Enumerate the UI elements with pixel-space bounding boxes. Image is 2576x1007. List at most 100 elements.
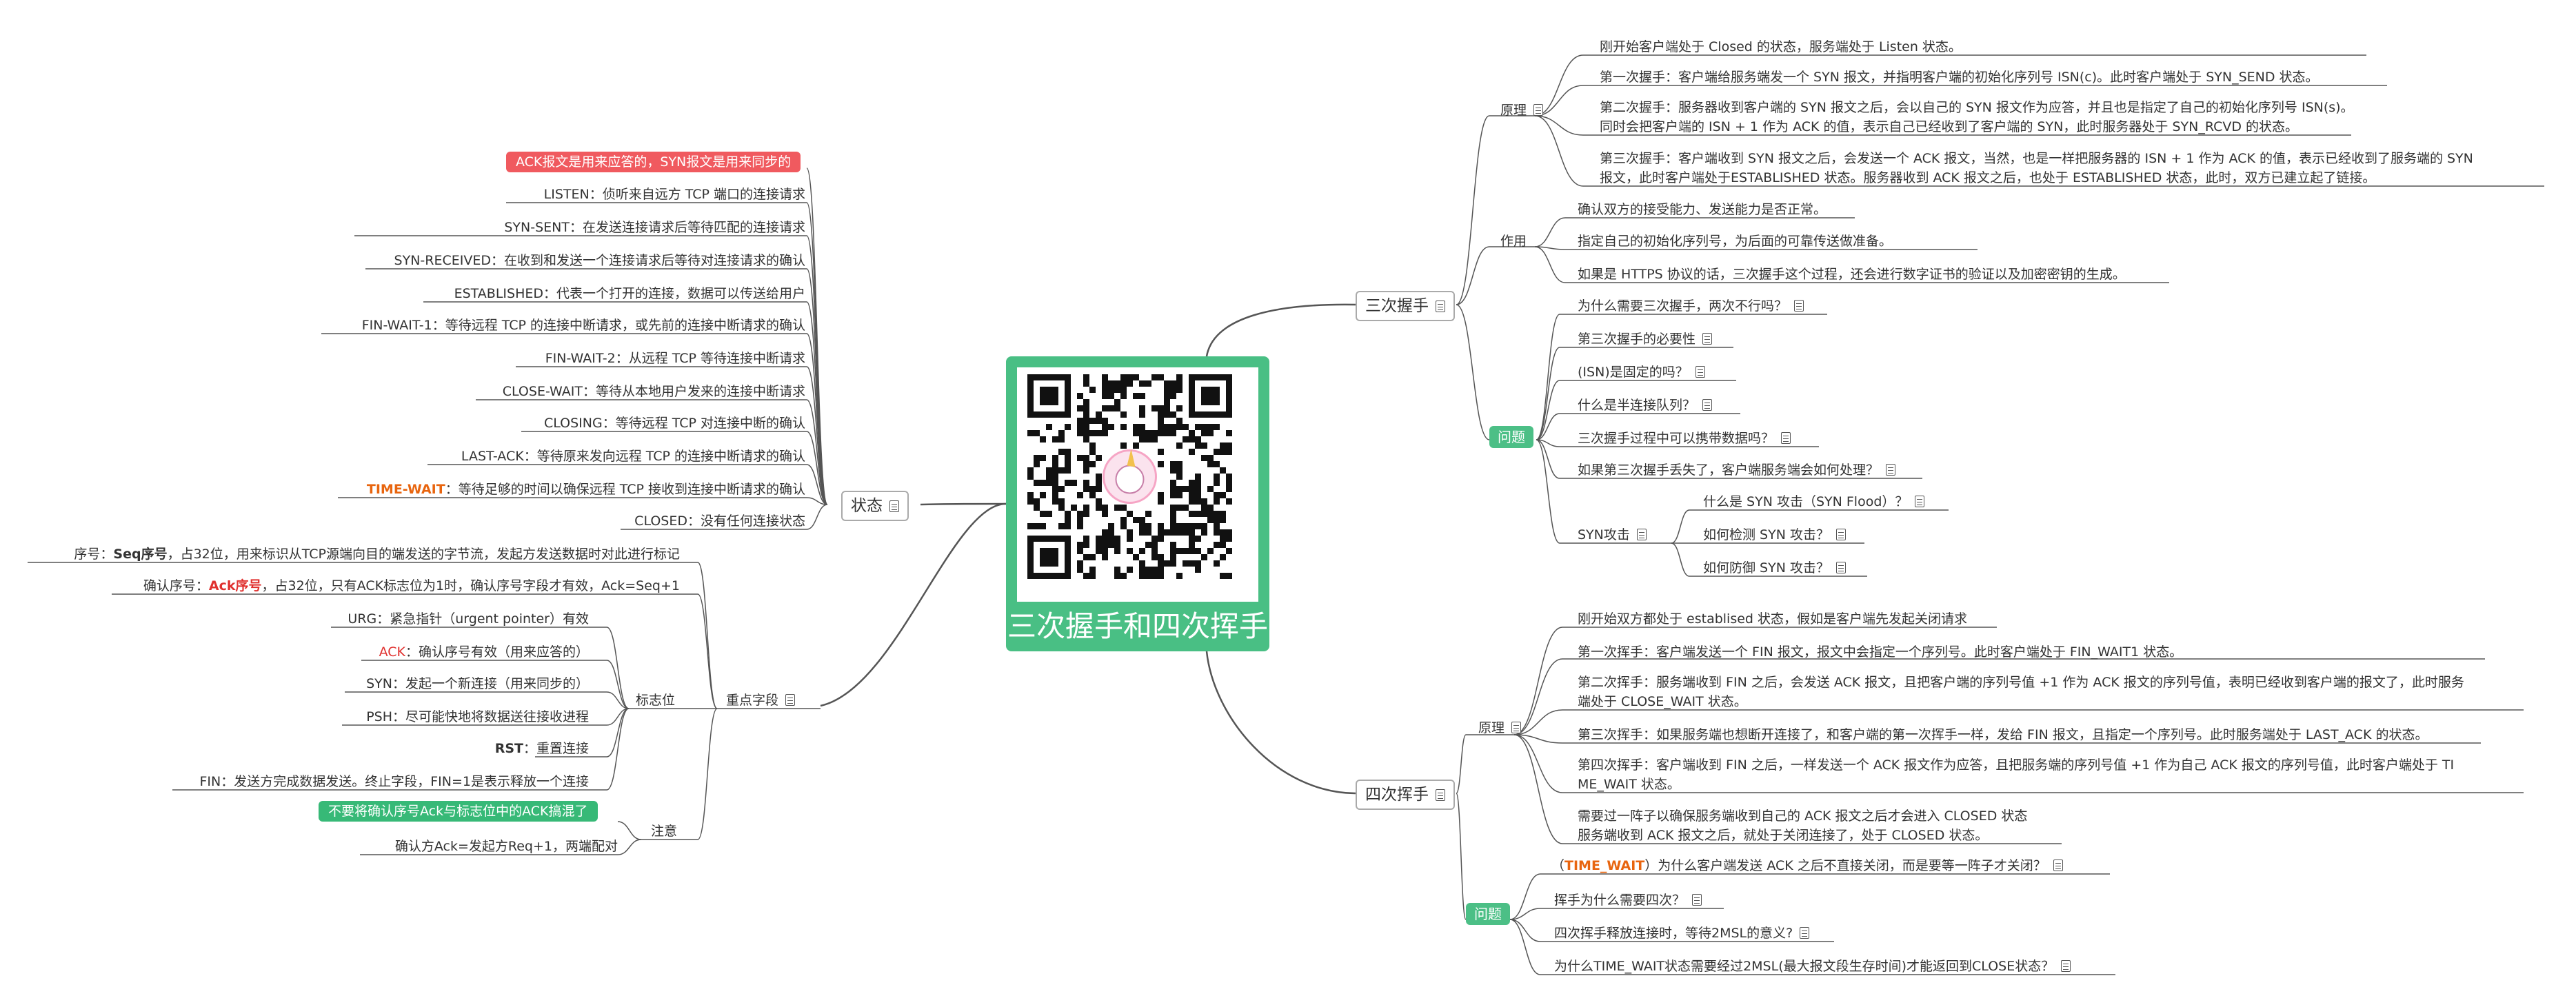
connector	[1534, 246, 1566, 250]
wave-principle-label[interactable]: 原理	[1478, 720, 1522, 736]
notes-pill[interactable]: 不要将确认序号Ack与标志位中的ACK搞混了	[319, 801, 598, 822]
syn-attack-label[interactable]: SYN攻击	[1578, 527, 1647, 543]
connector	[1509, 908, 1541, 920]
connector	[1513, 658, 1563, 735]
connector	[1513, 734, 1563, 844]
handshake-purpose-item-2: 指定自己的初始化序列号，为后面的可靠传送做准备。	[1578, 234, 1893, 249]
connector	[1536, 347, 1560, 440]
branch-key-fields[interactable]: 重点字段	[726, 692, 796, 709]
connector	[806, 504, 828, 530]
connector	[606, 708, 630, 757]
syn-attack-item-2[interactable]: 如何检测 SYN 攻击？	[1703, 527, 1846, 543]
note-icon[interactable]	[1636, 529, 1647, 540]
connector	[617, 839, 642, 855]
state-item-fin-wait-1: FIN-WAIT-1：等待远程 TCP 的连接中断请求，或先前的连接中断请求的确…	[361, 318, 805, 333]
flag-fin: FIN：发送方完成数据发送。终止字段，FIN=1是表示释放一个连接	[199, 774, 589, 789]
connector	[806, 399, 828, 505]
branch-three-way-handshake[interactable]: 三次握手	[1356, 291, 1455, 321]
connector	[920, 502, 1007, 506]
note-icon[interactable]	[1695, 366, 1705, 378]
connector	[1509, 919, 1541, 975]
state-item-syn-sent: SYN-SENT：在发送连接请求后等待匹配的连接请求	[504, 220, 805, 235]
handshake-principle-item-2: 第一次握手：客户端给服务端发一个 SYN 报文，并指明客户端的初始化序列号 IS…	[1600, 70, 2319, 85]
note-icon[interactable]	[1533, 104, 1544, 116]
connector	[697, 562, 718, 709]
state-item-established: ESTABLISHED：代表一个打开的连接，数据可以传送给用户	[454, 286, 805, 301]
note-icon[interactable]	[1511, 722, 1522, 733]
connector	[1536, 380, 1560, 440]
connector	[1513, 709, 1563, 735]
qr-code-image	[1017, 367, 1258, 602]
note-icon[interactable]	[2053, 859, 2063, 871]
handshake-question-1[interactable]: 为什么需要三次握手，两次不行吗？	[1578, 298, 1804, 314]
wave-question-4[interactable]: 为什么TIME_WAIT状态需要经过2MSL(最大报文段生存时间)才能返回到CL…	[1554, 958, 2071, 975]
flag-urg: URG：紧急指针（urgent pointer）有效	[348, 611, 589, 627]
handshake-question-6[interactable]: 如果第三次握手丢失了，客户端服务端会如何处理？	[1578, 462, 1896, 478]
note-icon[interactable]	[2061, 960, 2071, 972]
note-icon[interactable]	[1794, 300, 1804, 312]
note-icon[interactable]	[1886, 464, 1896, 476]
note-icon[interactable]	[1692, 894, 1702, 906]
note-icon[interactable]	[889, 500, 899, 512]
branch-state[interactable]: 状态	[841, 491, 909, 521]
handshake-principle-item-3b: 同时会把客户端的 ISN + 1 作为 ACK 的值，表示自己已经收到了客户端的…	[1600, 119, 2299, 134]
central-topic[interactable]: 三次握手和四次挥手	[1006, 356, 1269, 651]
note-icon[interactable]	[1436, 301, 1445, 312]
handshake-question-4[interactable]: 什么是半连接队列？	[1578, 397, 1713, 414]
field-seq: 序号：Seq序号，占32位，用来标识从TCP源端向目的端发送的字节流，发起方发送…	[74, 547, 680, 562]
qr-code-pattern	[1027, 374, 1232, 579]
handshake-question-5[interactable]: 三次握手过程中可以携带数据吗？	[1578, 430, 1791, 447]
notes-label[interactable]: 注意	[651, 824, 678, 839]
connector	[697, 593, 718, 709]
connector	[1534, 246, 1566, 283]
connector	[1205, 303, 1356, 357]
note-icon[interactable]	[1436, 789, 1445, 801]
flag-ack: ACK：确认序号有效（用来应答的）	[379, 644, 589, 660]
note-icon[interactable]	[785, 694, 796, 706]
wave-principle-item-6b: 服务端收到 ACK 报文之后，就处于关闭连接了，处于 CLOSED 状态。	[1578, 828, 1989, 843]
handshake-question-2[interactable]: 第三次握手的必要性	[1578, 331, 1713, 347]
syn-attack-item-3[interactable]: 如何防御 SYN 攻击？	[1703, 560, 1846, 576]
wave-questions-label[interactable]: 问题	[1466, 903, 1510, 925]
handshake-principle-item-1: 刚开始客户端处于 Closed 的状态，服务端处于 Listen 状态。	[1600, 39, 1962, 54]
connector	[1513, 627, 1563, 735]
note-icon[interactable]	[1915, 496, 1925, 507]
note-icon[interactable]	[1835, 562, 1846, 573]
connector	[1534, 217, 1566, 247]
branch-four-way-wave[interactable]: 四次挥手	[1356, 780, 1455, 810]
connector	[1536, 439, 1560, 544]
connector	[1671, 542, 1690, 577]
wave-principle-item-5a: 第四次挥手：客户端收到 FIN 之后，一样发送一个 ACK 报文作为应答，且把服…	[1578, 757, 2455, 773]
note-icon[interactable]	[1702, 333, 1713, 345]
note-icon[interactable]	[1702, 399, 1713, 411]
connector	[1456, 115, 1490, 305]
handshake-purpose-item-3: 如果是 HTTPS 协议的话，三次握手这个过程，还会进行数字证书的验证以及加密密…	[1578, 267, 2126, 282]
handshake-question-3[interactable]: (ISN)是固定的吗？	[1578, 364, 1705, 380]
connector	[806, 431, 828, 505]
state-item-closed: CLOSED：没有任何连接状态	[634, 513, 805, 529]
connector	[806, 464, 828, 505]
handshake-questions-label[interactable]: 问题	[1489, 426, 1533, 448]
state-header-pill[interactable]: ACK报文是用来应答的，SYN报文是用来同步的	[506, 152, 801, 172]
central-topic-title: 三次握手和四次挥手	[1007, 609, 1268, 643]
wave-principle-item-6a: 需要过一阵子以确保服务端收到自己的 ACK 报文之后才会进入 CLOSED 状态	[1578, 808, 2028, 824]
connector	[606, 660, 630, 709]
flags-label[interactable]: 标志位	[636, 693, 676, 708]
note-icon[interactable]	[1835, 529, 1846, 540]
state-item-time-wait: TIME-WAIT：等待足够的时间以确保远程 TCP 接收到连接中断请求的确认	[366, 482, 805, 497]
handshake-principle-item-4a: 第三次握手：客户端收到 SYN 报文之后，会发送一个 ACK 报文，当然，也是一…	[1600, 151, 2473, 166]
connector	[1536, 314, 1560, 440]
state-item-fin-wait-2: FIN-WAIT-2：从远程 TCP 等待连接中断请求	[545, 351, 805, 366]
syn-attack-item-1[interactable]: 什么是 SYN 攻击（SYN Flood）？	[1703, 494, 1925, 510]
handshake-principle-label[interactable]: 原理	[1500, 102, 1544, 119]
note-icon[interactable]	[1781, 432, 1791, 444]
state-item-close-wait: CLOSE-WAIT：等待从本地用户发来的连接中断请求	[502, 384, 805, 399]
wave-question-2[interactable]: 挥手为什么需要四次？	[1554, 892, 1702, 908]
wave-question-3[interactable]: 四次挥手释放连接时，等待2MSL的意义?	[1554, 925, 1810, 942]
handshake-purpose-label[interactable]: 作用	[1500, 234, 1527, 249]
note-icon[interactable]	[1800, 927, 1810, 939]
wave-question-1[interactable]: （TIME_WAIT）为什么客户端发送 ACK 之后不直接关闭，而是要等一阵子才…	[1551, 857, 2063, 874]
wave-principle-item-5b: ME_WAIT 状态。	[1578, 777, 1680, 792]
connector	[606, 708, 630, 791]
